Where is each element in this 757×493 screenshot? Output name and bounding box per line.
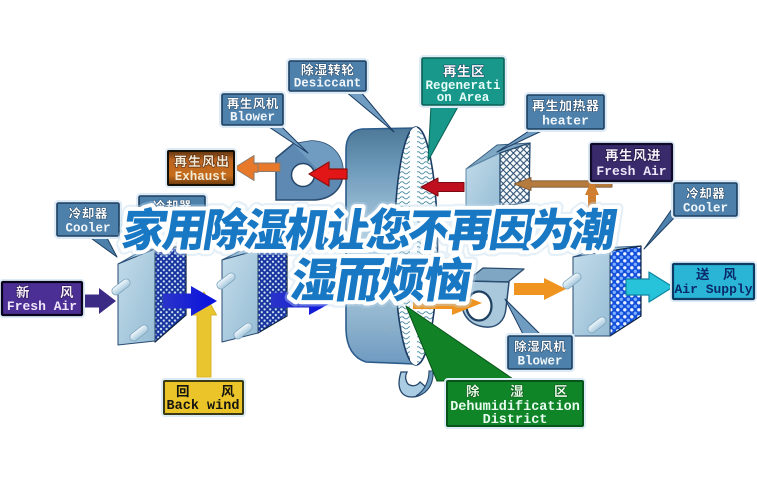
svg-text:Back wind: Back wind (167, 399, 240, 414)
svg-text:Desiccant: Desiccant (294, 77, 362, 91)
svg-text:on Area: on Area (437, 91, 490, 105)
svg-text:District: District (483, 413, 548, 428)
svg-text:Dehumidification: Dehumidification (450, 400, 580, 415)
svg-text:Blower: Blower (517, 355, 562, 369)
svg-text:Fresh Air: Fresh Air (7, 299, 77, 314)
svg-text:xt: xt (383, 323, 391, 333)
svg-text:heater: heater (542, 114, 589, 129)
svg-text:Regenerati: Regenerati (425, 79, 500, 93)
svg-text:Air Supply: Air Supply (674, 282, 752, 297)
svg-text:Blower: Blower (230, 111, 275, 125)
svg-text:Cooler: Cooler (683, 202, 728, 216)
svg-text:Exhaust: Exhaust (175, 170, 228, 184)
svg-text:Cooler: Cooler (65, 222, 110, 236)
svg-text:Fresh Air: Fresh Air (596, 164, 666, 179)
